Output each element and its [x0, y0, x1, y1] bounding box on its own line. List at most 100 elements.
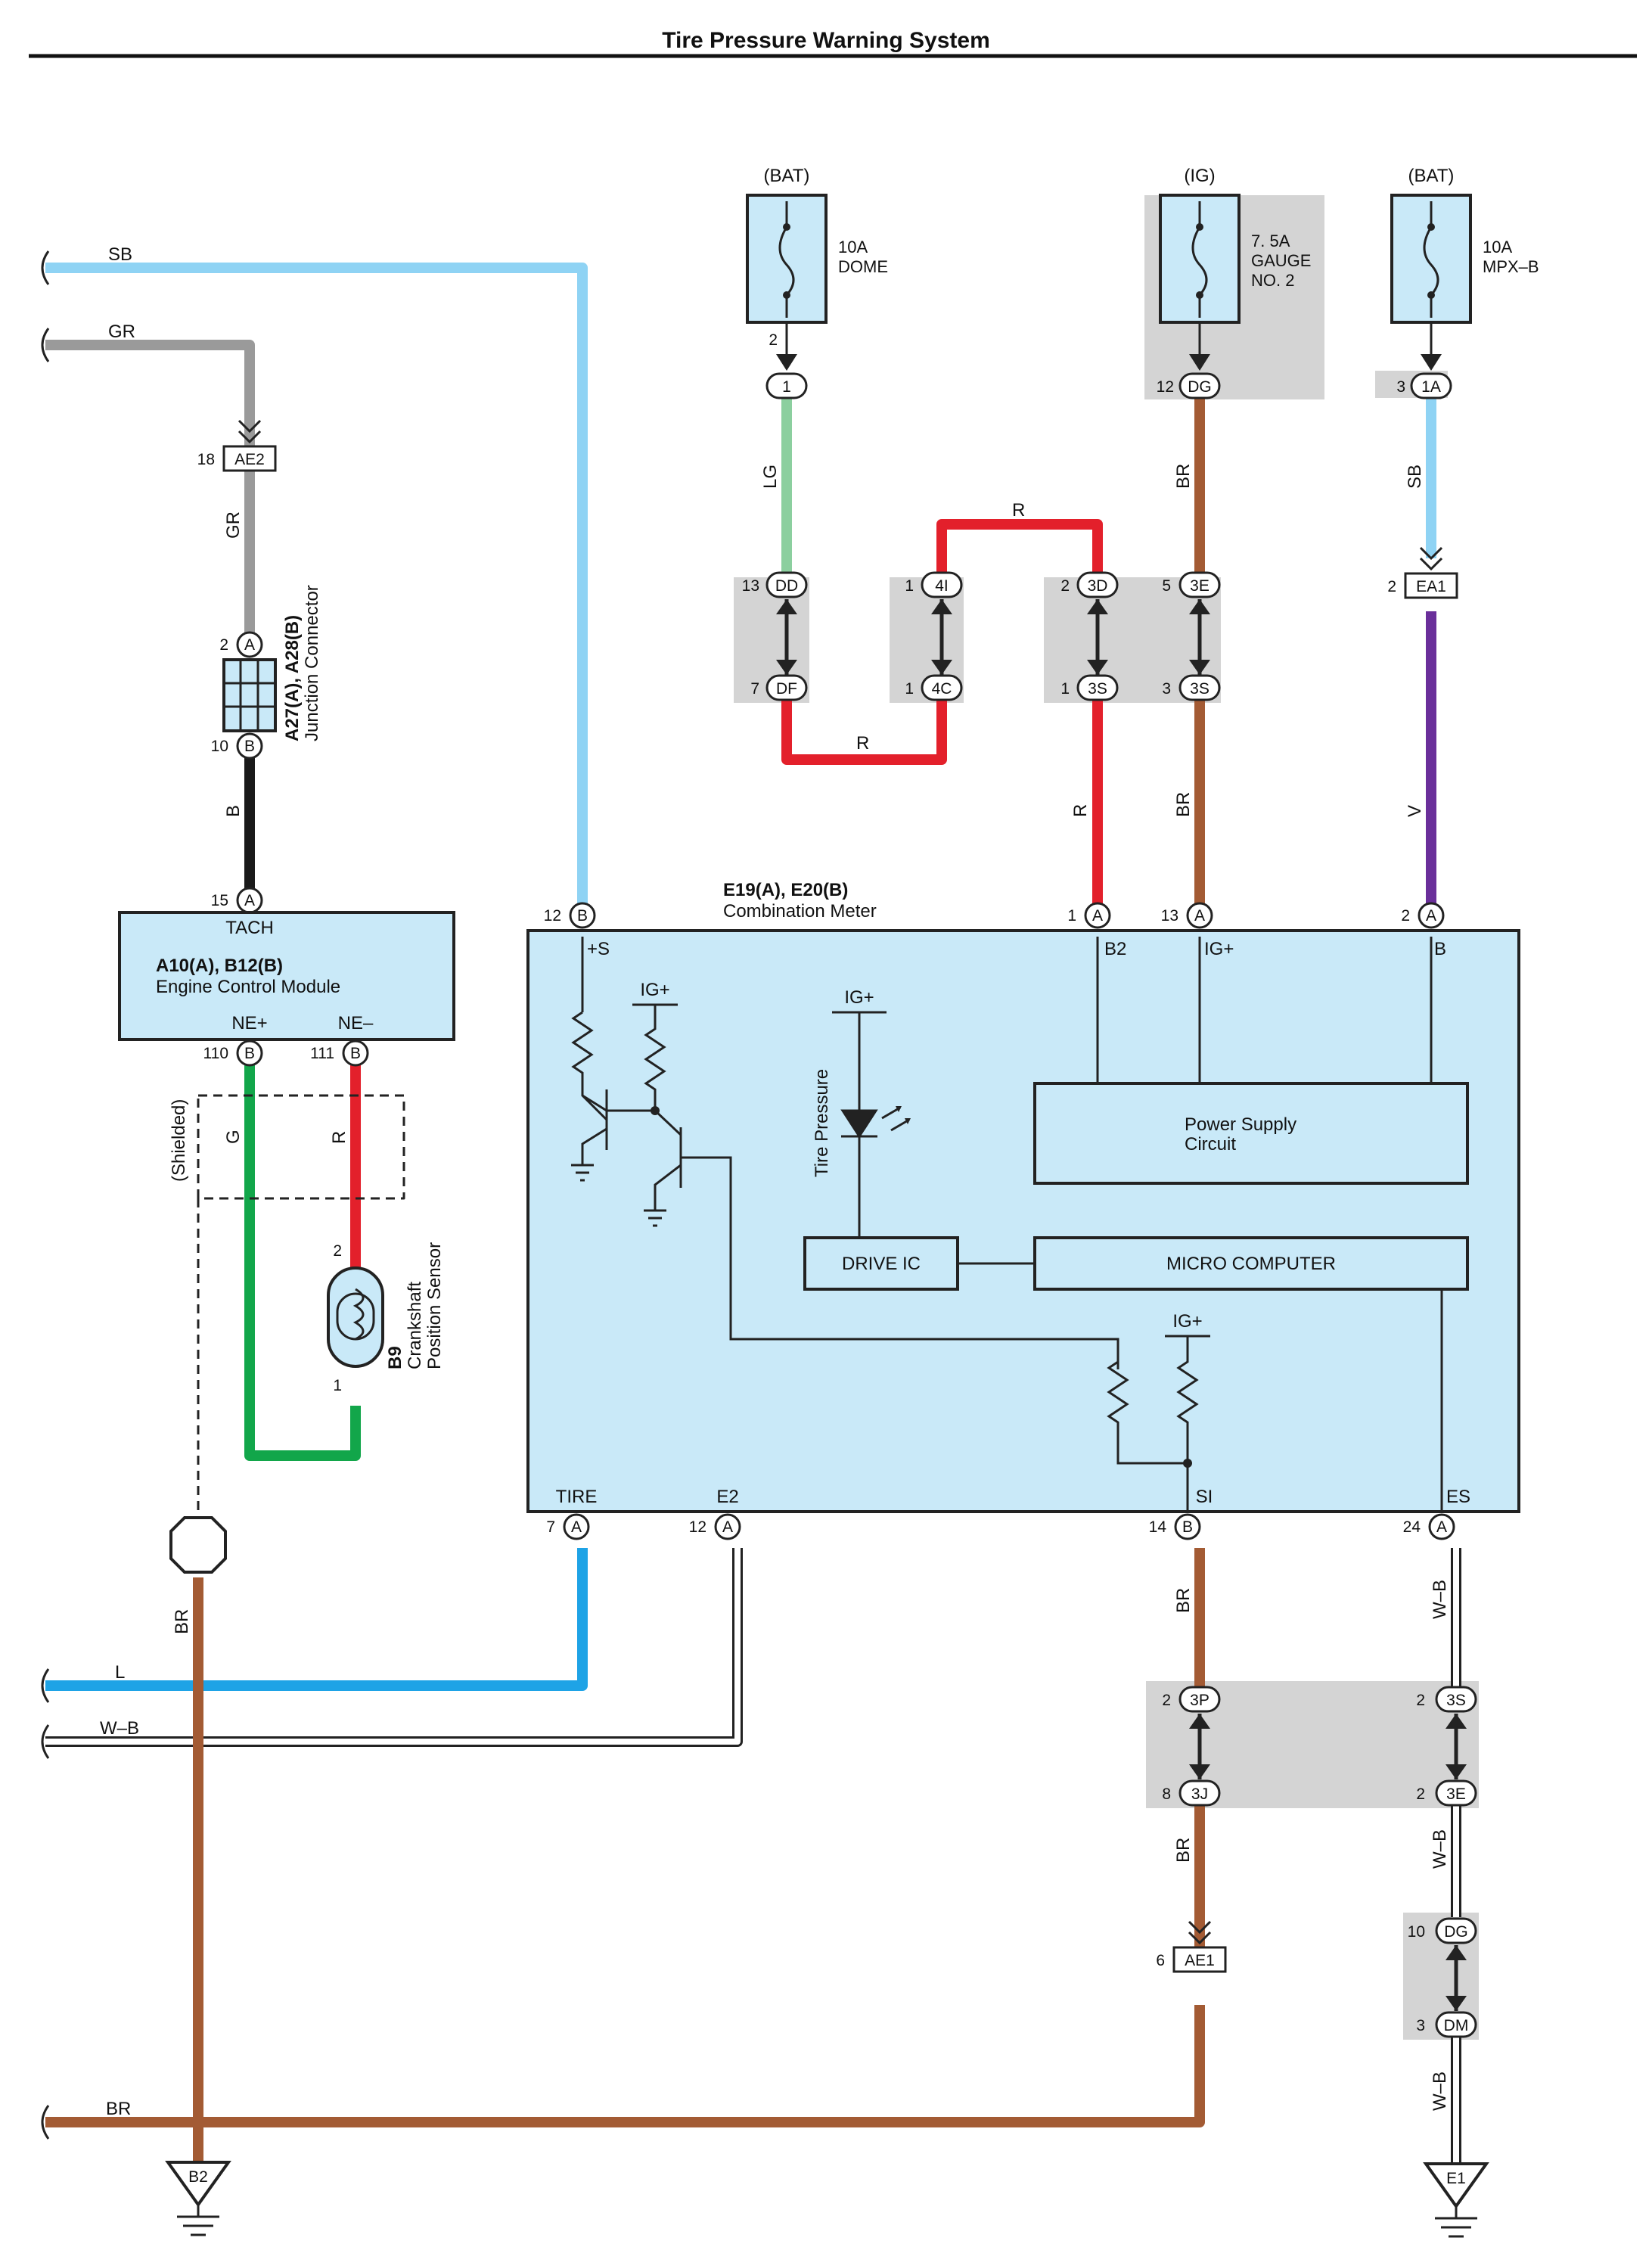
svg-text:A: A	[244, 636, 255, 654]
svg-text:6: 6	[1156, 1952, 1165, 1969]
svg-text:12: 12	[689, 1518, 706, 1536]
wire-break-marks	[41, 250, 50, 2140]
svg-text:3: 3	[1162, 680, 1171, 698]
svg-text:G: G	[223, 1130, 244, 1144]
svg-text:Engine Control Module: Engine Control Module	[156, 977, 340, 997]
svg-text:DG: DG	[1188, 378, 1212, 396]
svg-text:13: 13	[742, 577, 759, 595]
svg-text:1: 1	[1067, 907, 1076, 925]
svg-text:E1: E1	[1446, 2170, 1466, 2187]
resistor-si-icon	[1107, 1360, 1189, 1512]
svg-text:NO. 2: NO. 2	[1251, 271, 1294, 290]
ground-b2-icon	[177, 2205, 219, 2236]
connector-dg-dm: DG 10 DM 3	[1408, 1917, 1477, 2038]
svg-text:DM: DM	[1444, 2017, 1469, 2034]
svg-text:E19(A), E20(B): E19(A), E20(B)	[723, 880, 848, 900]
svg-text:4C: 4C	[932, 680, 952, 698]
led-icon	[840, 1109, 878, 1139]
fuse-mpx-icon	[1423, 201, 1439, 318]
svg-text:A: A	[1092, 907, 1103, 925]
ground-e1: E1	[1423, 2162, 1489, 2238]
svg-text:24: 24	[1403, 1518, 1421, 1536]
svg-text:W–B: W–B	[1430, 2071, 1450, 2111]
svg-text:DG: DG	[1444, 1923, 1468, 1941]
fuse-dome: (BAT) 10A DOME	[746, 166, 888, 371]
svg-text:A10(A), B12(B): A10(A), B12(B)	[156, 956, 283, 976]
svg-text:Crankshaft: Crankshaft	[405, 1282, 425, 1369]
svg-text:3S: 3S	[1190, 680, 1210, 698]
ground-2-icon	[644, 1209, 666, 1227]
svg-text:DOME: DOME	[838, 257, 888, 276]
svg-text:2: 2	[1416, 1692, 1425, 1709]
connector-ea1: EA1 2	[1387, 546, 1458, 599]
svg-text:TACH: TACH	[225, 918, 274, 938]
svg-text:W–B: W–B	[1430, 1580, 1450, 1619]
svg-text:AE1: AE1	[1185, 1952, 1215, 1969]
svg-text:Junction Connector: Junction Connector	[302, 585, 322, 741]
svg-text:DD: DD	[775, 577, 798, 595]
svg-text:3S: 3S	[1446, 1692, 1466, 1709]
fuse-mpx-b: (BAT) 10A MPX–B	[1390, 166, 1539, 371]
svg-text:12: 12	[544, 907, 561, 925]
connector-3s-3e: 3S 2 3E 2	[1416, 1686, 1477, 1807]
svg-text:DRIVE IC: DRIVE IC	[842, 1254, 921, 1274]
svg-text:BR: BR	[1173, 464, 1194, 489]
svg-text:14: 14	[1149, 1518, 1167, 1536]
svg-text:(Shielded): (Shielded)	[169, 1099, 189, 1182]
connector-4i-4c: 4I 1 4C 1	[905, 571, 963, 701]
svg-text:A27(A), A28(B): A27(A), A28(B)	[282, 615, 303, 741]
connector-dd-df: DD 13 DF 7	[742, 571, 808, 701]
fuse-gauge-icon	[1191, 201, 1208, 318]
svg-text:A: A	[1436, 1518, 1447, 1536]
svg-text:IG+: IG+	[1172, 1311, 1202, 1332]
connector-3d-3s: 3D 2 3S 1	[1060, 571, 1119, 701]
svg-text:B2: B2	[188, 2168, 208, 2186]
svg-text:2: 2	[769, 331, 778, 349]
connector-3p-3j: 3P 2 3J 8	[1162, 1686, 1221, 1807]
svg-text:BR: BR	[1173, 1588, 1194, 1613]
svg-text:8: 8	[1162, 1785, 1171, 1803]
svg-text:1: 1	[905, 577, 914, 595]
svg-text:L: L	[115, 1662, 125, 1683]
svg-text:10A: 10A	[1483, 238, 1512, 256]
svg-text:7: 7	[546, 1518, 555, 1536]
svg-text:2: 2	[219, 636, 228, 654]
wire-labels: SB GR GR B LG R R R BR BR SB V G R (Shie…	[100, 244, 1450, 2119]
svg-text:GR: GR	[108, 322, 135, 342]
connector-dg: DG 12	[1157, 372, 1221, 399]
svg-text:EA1: EA1	[1416, 578, 1446, 595]
svg-text:12: 12	[1157, 378, 1174, 396]
svg-text:7: 7	[750, 680, 759, 698]
svg-text:BR: BR	[106, 2099, 131, 2119]
resistor-ig1-icon	[632, 1003, 682, 1136]
combination-meter: E19(A), E20(B) Combination Meter B 12 A …	[526, 880, 1520, 1540]
svg-text:A: A	[571, 1518, 582, 1536]
svg-text:AE2: AE2	[234, 451, 265, 468]
svg-text:Circuit: Circuit	[1185, 1134, 1236, 1155]
resistor-ig3-icon	[1165, 1335, 1210, 1463]
svg-text:SI: SI	[1196, 1487, 1213, 1507]
svg-text:2: 2	[1416, 1785, 1425, 1803]
svg-text:13: 13	[1161, 907, 1178, 925]
svg-text:BR: BR	[1173, 1838, 1194, 1863]
svg-text:A: A	[722, 1518, 733, 1536]
svg-text:2: 2	[1060, 577, 1070, 595]
svg-text:1: 1	[333, 1377, 342, 1394]
transistor-2-icon	[654, 1127, 1119, 1369]
connector-ae2: AE2 18	[197, 419, 277, 472]
svg-text:NE+: NE+	[231, 1013, 267, 1033]
ground-e1-icon	[1435, 2206, 1477, 2238]
svg-text:B2: B2	[1104, 939, 1126, 959]
svg-text:(BAT): (BAT)	[764, 166, 810, 186]
svg-text:3S: 3S	[1088, 680, 1107, 698]
svg-text:B: B	[1182, 1518, 1193, 1536]
svg-text:DF: DF	[776, 680, 797, 698]
transistor-1-icon	[581, 1089, 608, 1165]
svg-text:GAUGE: GAUGE	[1251, 251, 1311, 270]
svg-text:B9: B9	[385, 1346, 405, 1369]
diagram-title: Tire Pressure Warning System	[662, 28, 990, 53]
svg-text:2: 2	[1401, 907, 1410, 925]
svg-text:BR: BR	[172, 1609, 192, 1634]
svg-text:Tire Pressure: Tire Pressure	[812, 1069, 832, 1177]
svg-text:10: 10	[211, 738, 228, 755]
